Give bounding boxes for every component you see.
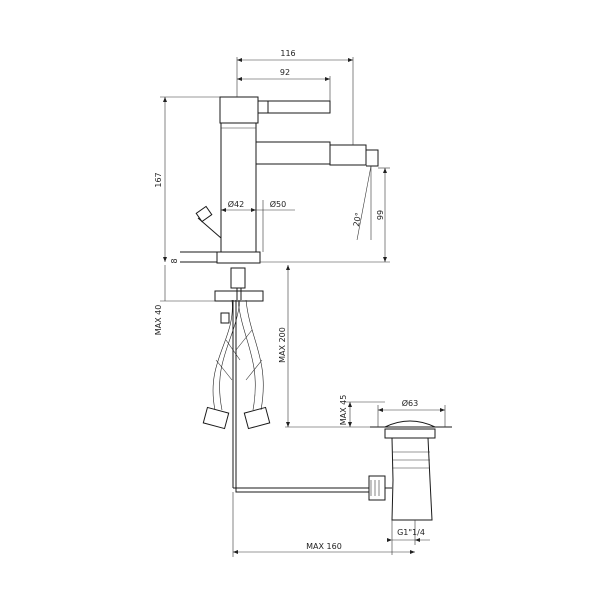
faucet-body xyxy=(180,96,379,264)
dim-base-thickness-label: 8 xyxy=(170,258,179,263)
dim-max-40-label: MAX 40 xyxy=(154,305,163,336)
dim-99-label: 99 xyxy=(376,210,385,220)
dim-waste-diameter-label: Ø63 xyxy=(402,398,418,408)
dim-base-diameter-label: Ø50 xyxy=(270,199,286,209)
dim-waste-thread-label: G1"1/4 xyxy=(397,528,425,537)
dim-angle-label: 20° xyxy=(352,212,363,228)
dim-92-label: 92 xyxy=(280,68,290,77)
dimension-arrows xyxy=(163,58,445,554)
dim-max-45-label: MAX 45 xyxy=(339,395,348,426)
dim-max-160-label: MAX 160 xyxy=(306,542,342,551)
dim-167-label: 167 xyxy=(154,172,163,187)
dimension-labels: 116 92 167 99 Ø42 Ø50 20° 8 MAX 40 MAX 2… xyxy=(154,49,425,551)
dimension-lines xyxy=(160,57,446,557)
pull-rod xyxy=(232,300,370,493)
waste-assembly xyxy=(368,420,452,521)
dim-116-label: 116 xyxy=(280,49,295,58)
dim-body-diameter-label: Ø42 xyxy=(228,199,244,209)
dim-max-200-label: MAX 200 xyxy=(278,327,287,363)
fixing-assembly xyxy=(214,267,264,324)
